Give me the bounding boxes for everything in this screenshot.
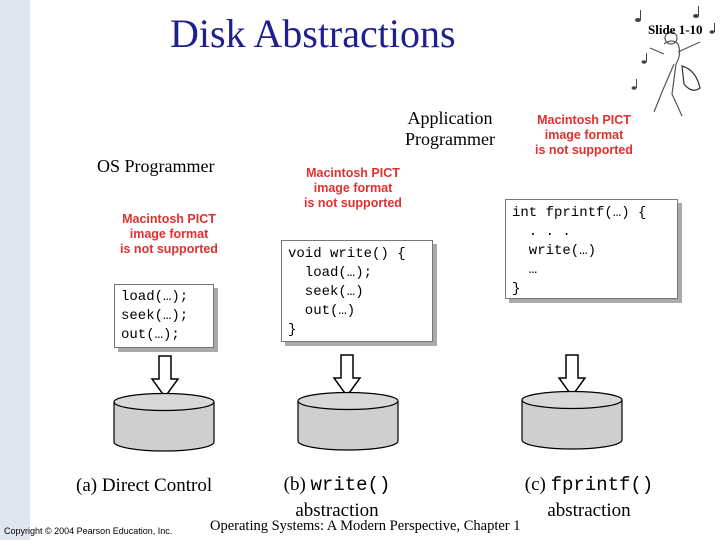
caption-write-code: write() (310, 474, 391, 496)
musician-clipart-icon (631, 6, 715, 117)
book-footer: Operating Systems: A Modern Perspective,… (210, 518, 521, 534)
caption-write-prefix: (b) (283, 474, 311, 495)
os-programmer-label: OS Programmer (97, 156, 215, 176)
missing-image-middle: Macintosh PICT image format is not suppo… (303, 166, 403, 211)
caption-fprintf-prefix: (c) (524, 474, 551, 495)
missing-image-os-programmer: Macintosh PICT image format is not suppo… (119, 212, 219, 257)
down-arrow-icon (557, 354, 587, 398)
missing-image-line2: image format (544, 128, 624, 142)
missing-image-line1: Macintosh PICT (122, 212, 216, 226)
caption-fprintf-code: fprintf() (550, 474, 654, 496)
slide-number: Slide 1-10 (648, 22, 703, 37)
disk-drive-icon (113, 392, 215, 452)
missing-image-line3: is not supported (535, 143, 633, 157)
missing-image-line2: image format (129, 227, 209, 241)
down-arrow-icon (332, 354, 362, 398)
left-sidebar-band (0, 0, 30, 540)
caption-fprintf-abstraction: (c) fprintf() abstraction (504, 472, 674, 524)
application-programmer-label: Application Programmer (405, 108, 495, 150)
disk-drive-icon (521, 390, 623, 450)
down-arrow-icon (150, 355, 180, 399)
disk-drive-icon (297, 391, 399, 451)
write-code-box: void write() { load(…); seek(…) out(…) } (281, 240, 433, 342)
direct-control-code-box: load(…); seek(…); out(…); (114, 284, 214, 348)
missing-image-line2: image format (313, 181, 393, 195)
caption-write-suffix: abstraction (295, 500, 379, 521)
missing-image-line3: is not supported (120, 242, 218, 256)
caption-write-abstraction: (b) write() abstraction (262, 472, 412, 524)
missing-image-line1: Macintosh PICT (306, 166, 400, 180)
missing-image-line3: is not supported (304, 196, 402, 210)
caption-write-line1: (b) write() (262, 472, 412, 498)
missing-image-application-programmer: Macintosh PICT image format is not suppo… (534, 113, 634, 158)
caption-fprintf-line1: (c) fprintf() (504, 472, 674, 498)
caption-direct-control: (a) Direct Control (76, 475, 213, 496)
caption-fprintf-suffix: abstraction (547, 500, 631, 521)
missing-image-line1: Macintosh PICT (537, 113, 631, 127)
application-programmer-line2: Programmer (405, 129, 495, 149)
application-programmer-line1: Application (407, 108, 493, 128)
copyright-notice: Copyright © 2004 Pearson Education, Inc. (4, 526, 173, 536)
fprintf-code-box: int fprintf(…) { . . . write(…) … } (505, 199, 678, 299)
slide-title: Disk Abstractions (170, 11, 456, 56)
